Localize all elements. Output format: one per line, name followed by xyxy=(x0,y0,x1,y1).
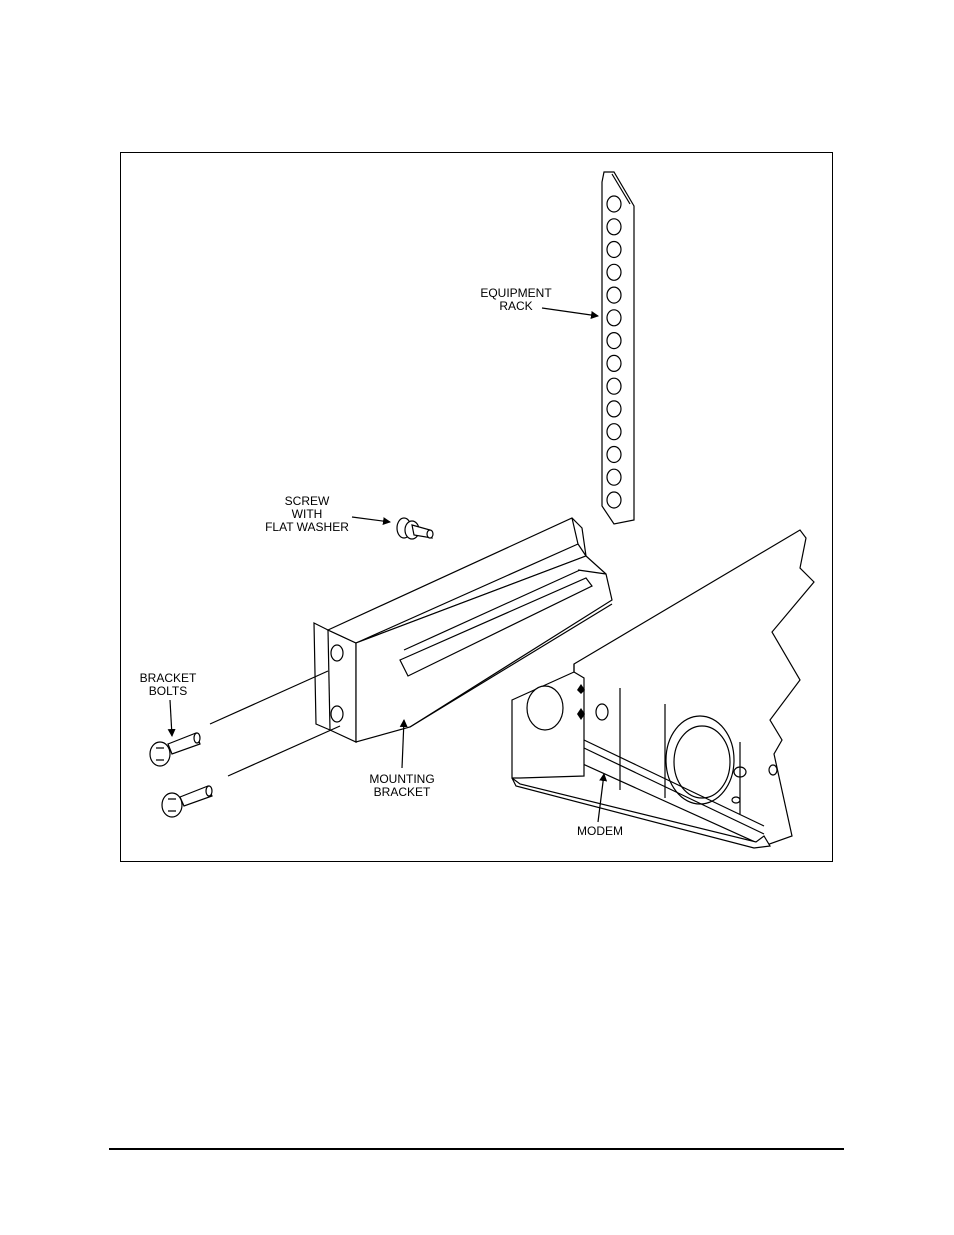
rack-hole xyxy=(606,491,622,509)
equipment-rack-rail xyxy=(601,171,635,525)
rack-hole xyxy=(606,423,622,441)
rack-hole xyxy=(606,263,622,281)
rack-hole xyxy=(606,286,622,304)
leader-equipment-rack xyxy=(541,307,599,319)
bracket-bolt-lower xyxy=(161,785,213,818)
label-mounting-bracket: MOUNTING BRACKET xyxy=(369,773,434,799)
screw-with-flat-washer xyxy=(396,517,434,540)
rack-hole xyxy=(606,240,622,259)
footer-rule xyxy=(109,1148,844,1150)
leader-mounting-bracket xyxy=(399,719,408,769)
alignment-line-lower xyxy=(227,725,341,777)
label-mounting-bracket-line-2: BRACKET xyxy=(373,785,431,799)
rack-hole xyxy=(606,309,622,327)
leader-screw xyxy=(351,516,391,526)
modem-chassis xyxy=(511,529,815,849)
bracket-bolt-upper xyxy=(149,732,201,767)
leader-modem xyxy=(597,773,608,823)
label-screw-line-2: WITH xyxy=(291,507,323,521)
label-modem-line-1: MODEM xyxy=(577,824,623,838)
label-equipment-rack: EQUIPMENT RACK xyxy=(480,287,551,313)
rack-hole xyxy=(606,377,622,395)
rack-hole xyxy=(606,400,622,418)
label-bracket-bolts: BRACKET BOLTS xyxy=(140,672,197,698)
label-screw-line-1: SCREW xyxy=(284,494,330,508)
label-bracket-bolts-line-1: BRACKET xyxy=(139,671,197,685)
rack-hole xyxy=(606,195,622,213)
leader-bracket-bolts xyxy=(167,699,176,737)
figure-frame xyxy=(120,152,833,862)
label-equipment-rack-line-1: EQUIPMENT xyxy=(480,286,552,300)
rack-hole xyxy=(606,332,622,350)
label-bracket-bolts-line-2: BOLTS xyxy=(148,684,188,698)
alignment-line-upper xyxy=(209,670,329,725)
rack-hole xyxy=(606,445,622,464)
rack-hole xyxy=(606,218,622,236)
label-screw-line-3: FLAT WASHER xyxy=(265,520,349,534)
rack-hole xyxy=(606,354,622,372)
label-equipment-rack-line-2: RACK xyxy=(499,299,533,313)
label-screw-with-flat-washer: SCREW WITH FLAT WASHER xyxy=(265,495,349,534)
rack-hole xyxy=(606,468,622,486)
label-mounting-bracket-line-1: MOUNTING xyxy=(369,772,435,786)
label-modem: MODEM xyxy=(577,825,623,838)
mounting-bracket xyxy=(313,517,613,743)
